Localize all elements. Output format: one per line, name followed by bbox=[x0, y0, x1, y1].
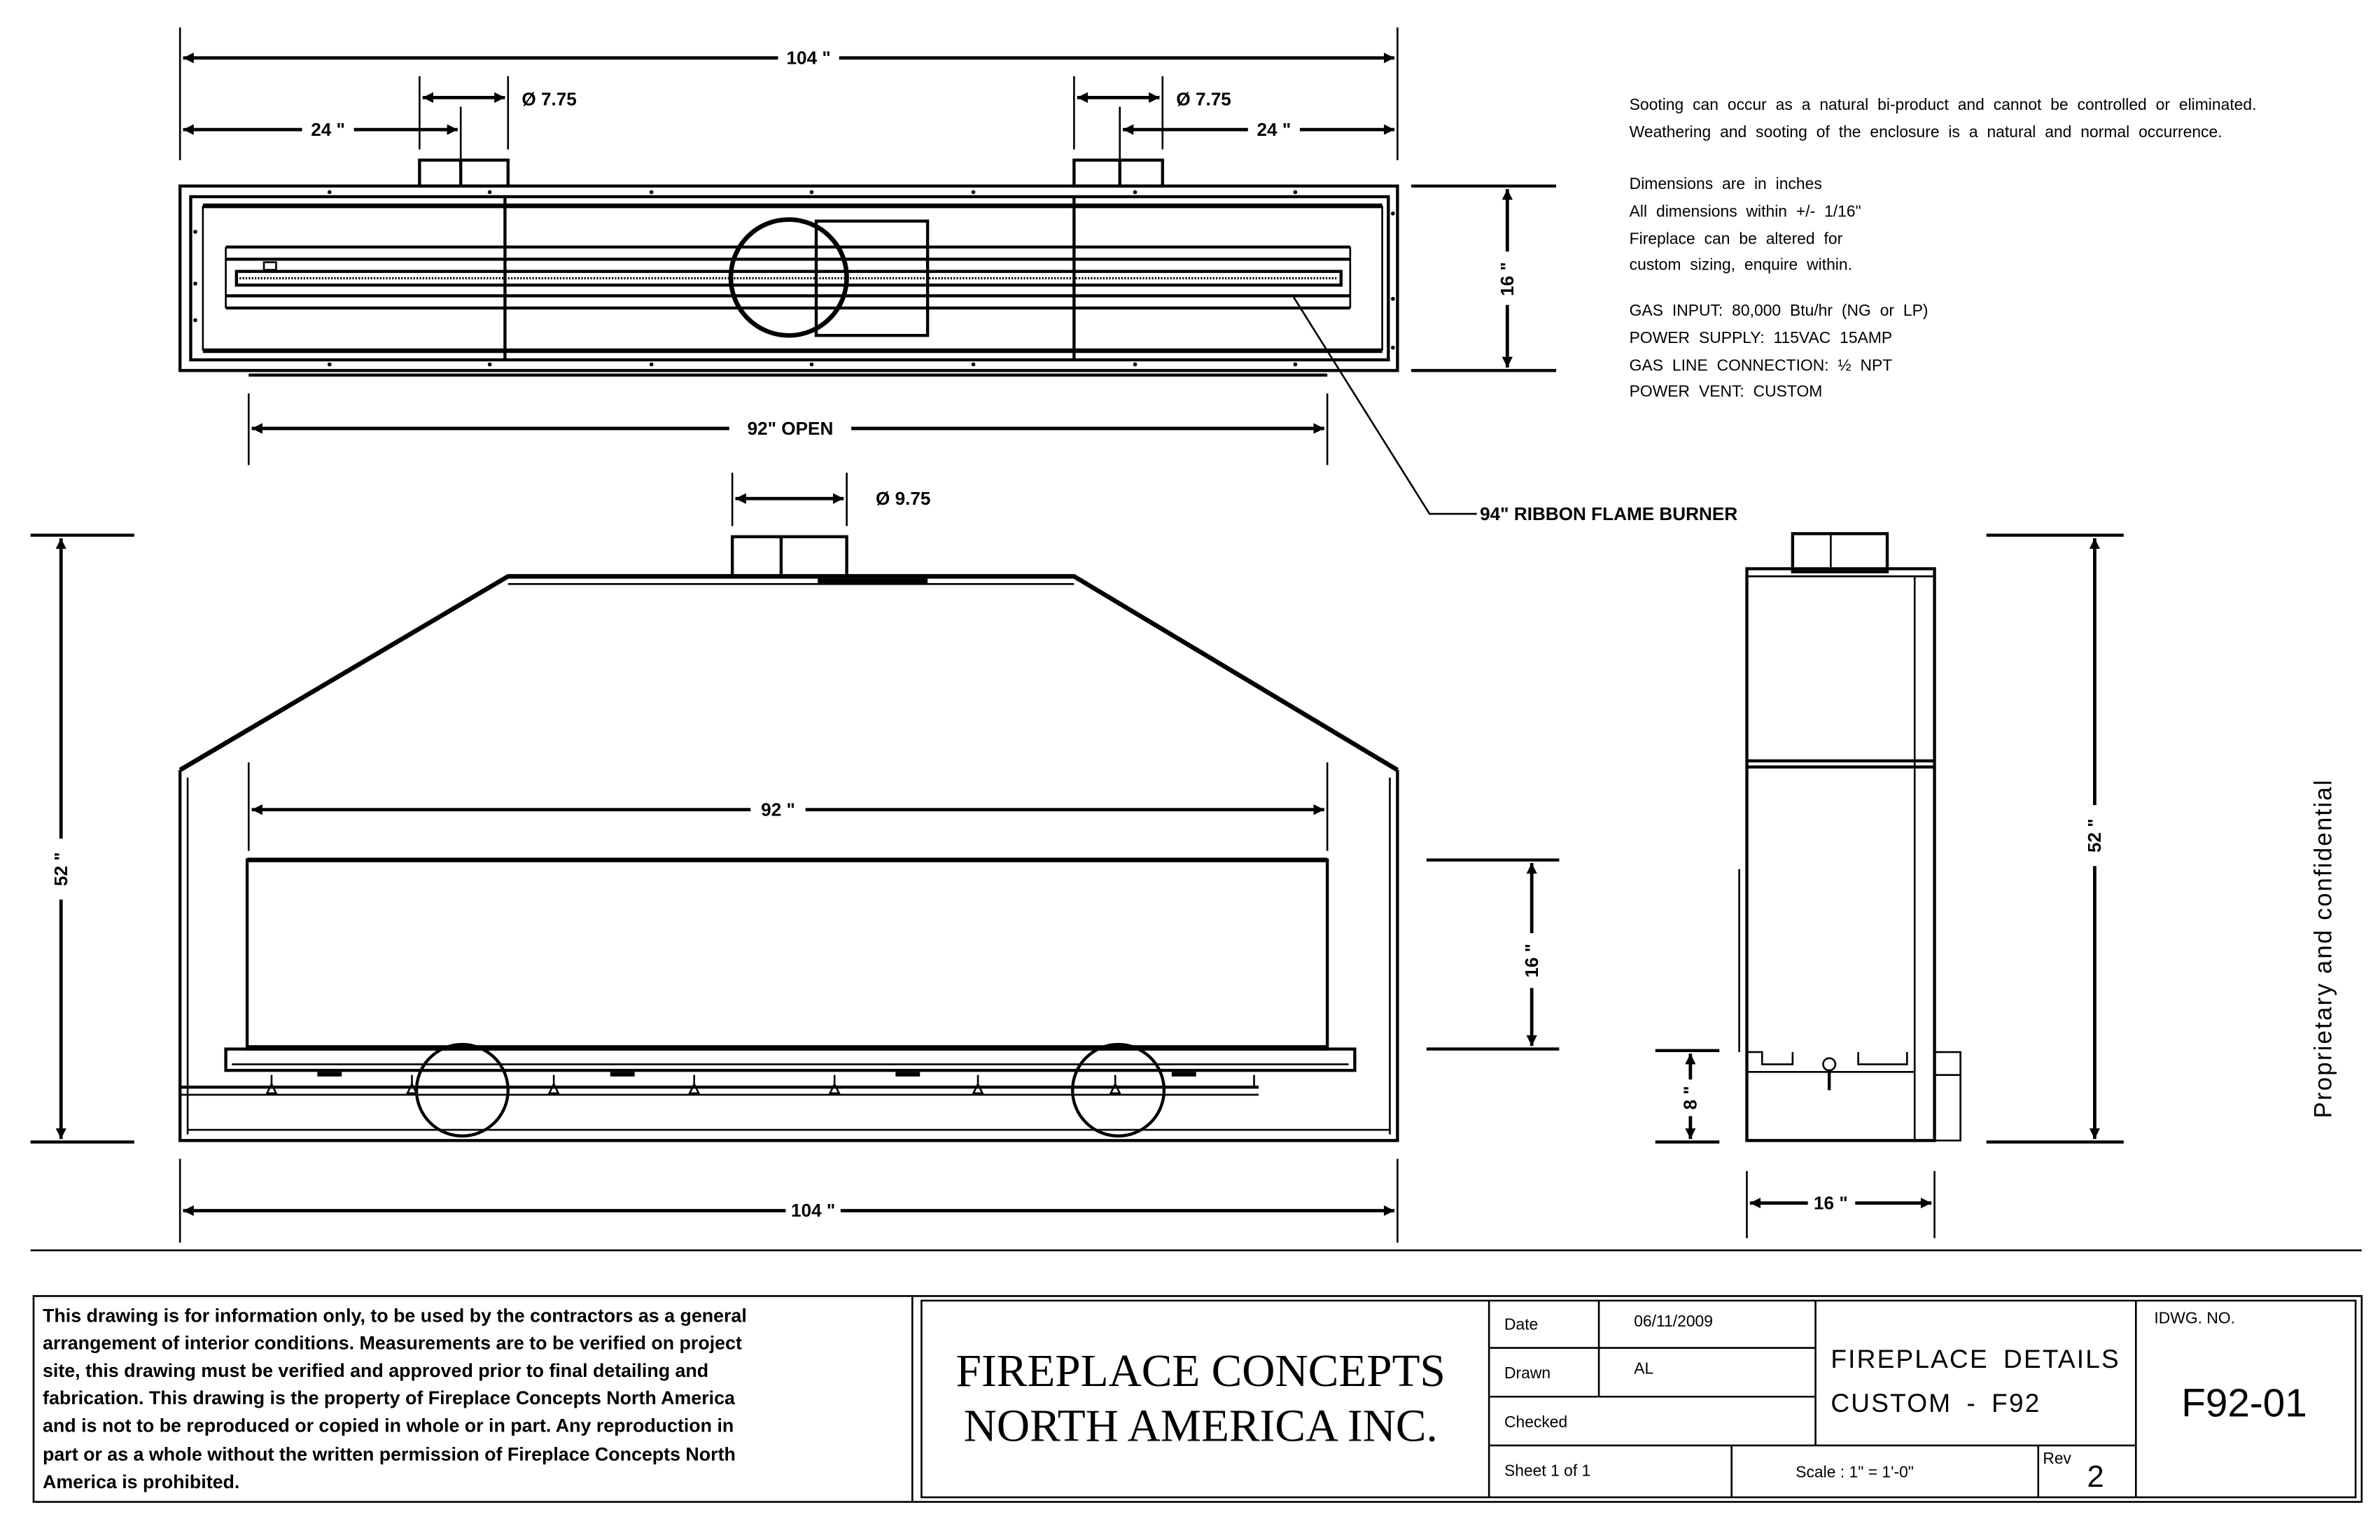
dwg-no: F92-01 bbox=[2181, 1382, 2307, 1426]
note-line: Dimensions are in inches bbox=[1630, 174, 1822, 192]
note-line: custom sizing, enquire within. bbox=[1630, 255, 1852, 274]
dwg-no-label: IDWG. NO. bbox=[2154, 1309, 2235, 1327]
dim-left-offset: 24 " bbox=[183, 119, 458, 140]
note-line: Weathering and sooting of the enclosure … bbox=[1630, 122, 2222, 141]
dim-label: 52 " bbox=[2084, 818, 2105, 853]
rev-value: 2 bbox=[2087, 1460, 2104, 1494]
disclaimer-line: America is prohibited. bbox=[43, 1471, 239, 1492]
rev-label: Rev bbox=[2043, 1449, 2071, 1467]
dim-label: 104 " bbox=[791, 1200, 835, 1221]
date-label: Date bbox=[1504, 1315, 1538, 1333]
callout-label: 94" RIBBON FLAME BURNER bbox=[1480, 503, 1737, 524]
scale: Scale : 1" = 1'-0" bbox=[1795, 1463, 1914, 1481]
dim-label: 16 " bbox=[1497, 262, 1518, 296]
proprietary-label: Proprietary and confidential bbox=[2309, 778, 2337, 1118]
spec-line: POWER SUPPLY: 115VAC 15AMP bbox=[1630, 328, 1892, 346]
drawn-label: Drawn bbox=[1504, 1364, 1550, 1382]
disclaimer-line: site, this drawing must be verified and … bbox=[43, 1360, 708, 1381]
spec-line: POWER VENT: CUSTOM bbox=[1630, 382, 1823, 400]
dim-depth-top: 16 " bbox=[1411, 184, 1557, 372]
note-line: Sooting can occur as a natural bi-produc… bbox=[1630, 95, 2257, 113]
disclaimer-line: This drawing is for information only, to… bbox=[43, 1306, 747, 1326]
valves bbox=[265, 1074, 1255, 1095]
spec-line: GAS LINE CONNECTION: ½ NPT bbox=[1630, 356, 1893, 374]
dim-label: 92" OPEN bbox=[748, 418, 834, 439]
dim-side-depth: 16 " bbox=[1746, 1170, 1935, 1238]
side-view: 52 " 8 " 16 " bbox=[1655, 532, 2124, 1238]
dim-label: Ø 7.75 bbox=[522, 88, 576, 109]
date-value: 06/11/2009 bbox=[1634, 1312, 1713, 1330]
burner-callout: 94" RIBBON FLAME BURNER bbox=[1293, 297, 1737, 524]
dim-right-vent-diameter: Ø 7.75 bbox=[1077, 88, 1231, 109]
title-block: This drawing is for information only, to… bbox=[32, 1295, 2363, 1503]
dim-front-opening-height: 16 " bbox=[1426, 858, 1560, 1051]
disclaimer-line: fabrication. This drawing is the propert… bbox=[43, 1387, 736, 1408]
dim-front-height: 52 " bbox=[30, 533, 134, 1144]
top-view: 104 " Ø 7.75 24 " Ø 7.75 24 " bbox=[178, 27, 1737, 524]
dim-label: Ø 9.75 bbox=[876, 488, 930, 509]
dim-left-vent-diameter: Ø 7.75 bbox=[422, 88, 577, 109]
dim-front-vent-diameter: Ø 9.75 bbox=[731, 472, 930, 526]
drawn-value: AL bbox=[1634, 1359, 1653, 1378]
dim-label: 92 " bbox=[761, 799, 795, 820]
ribbon-burner bbox=[225, 245, 1352, 310]
dim-side-base-height: 8 " bbox=[1655, 1049, 1720, 1144]
company-name: FIREPLACE CONCEPTS bbox=[956, 1346, 1446, 1396]
note-line: All dimensions within +/- 1/16" bbox=[1630, 202, 1861, 220]
sheet-number: Sheet 1 of 1 bbox=[1504, 1462, 1590, 1480]
dim-label: Ø 7.75 bbox=[1176, 88, 1231, 109]
dim-right-offset: 24 " bbox=[1123, 119, 1395, 140]
spec-line: GAS INPUT: 80,000 Btu/hr (NG or LP) bbox=[1630, 301, 1928, 319]
dim-side-height: 52 " bbox=[1986, 533, 2124, 1144]
disclaimer: This drawing is for information only, to… bbox=[43, 1306, 747, 1492]
dim-label: 8 " bbox=[1680, 1086, 1701, 1110]
dim-label: 24 " bbox=[1257, 119, 1292, 140]
disclaimer-line: and is not to be reproduced or copied in… bbox=[43, 1415, 734, 1436]
front-view: Ø 9.75 52 " 92 " bbox=[30, 472, 1560, 1243]
disclaimer-line: part or as a whole without the written p… bbox=[43, 1444, 736, 1465]
dim-overall-width-top: 104 " bbox=[183, 47, 1395, 68]
dim-label: 104 " bbox=[787, 47, 831, 68]
dim-label: 16 " bbox=[1521, 944, 1542, 978]
dim-label: 24 " bbox=[311, 119, 345, 140]
dim-opening: 92" OPEN bbox=[247, 393, 1329, 465]
note-line: Fireplace can be altered for bbox=[1630, 230, 1843, 248]
drawing-title: FIREPLACE DETAILS bbox=[1830, 1344, 2120, 1373]
checked-label: Checked bbox=[1504, 1413, 1567, 1431]
disclaimer-line: arrangement of interior conditions. Meas… bbox=[43, 1333, 742, 1354]
dim-front-opening-width: 92 " bbox=[247, 762, 1329, 851]
company-name: NORTH AMERICA INC. bbox=[964, 1401, 1438, 1451]
dim-label: 16 " bbox=[1814, 1192, 1848, 1213]
dim-front-overall-width: 104 " bbox=[178, 1158, 1399, 1243]
dim-label: 52 " bbox=[50, 852, 71, 886]
drawing-subtitle: CUSTOM - F92 bbox=[1830, 1388, 2040, 1418]
general-notes: Sooting can occur as a natural bi-produc… bbox=[1630, 95, 2257, 400]
